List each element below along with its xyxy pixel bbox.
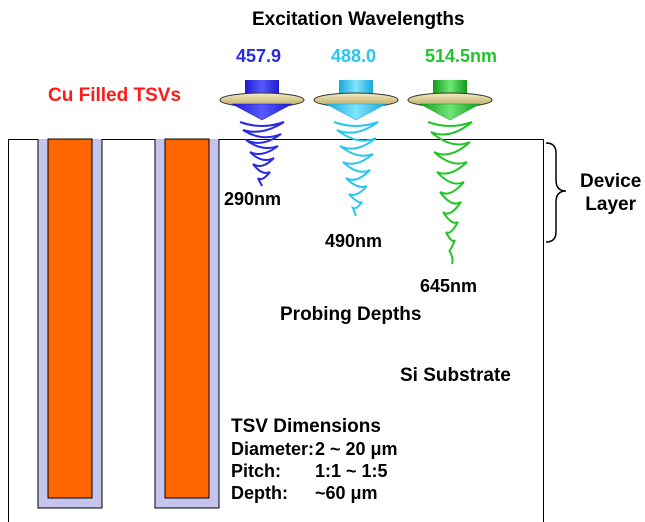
beam-cone — [325, 103, 387, 121]
probe-spiral — [333, 121, 379, 217]
wavelength-label-457: 457.9 — [236, 46, 282, 66]
dimension-value: 2 ~ 20 μm — [315, 439, 398, 459]
probe-spiral — [427, 121, 473, 265]
beam-column — [433, 80, 467, 96]
depth-label-490: 490nm — [325, 231, 383, 251]
excitation-wavelengths-title: Excitation Wavelengths — [252, 9, 465, 30]
tsv-dimensions-title: TSV Dimensions — [231, 415, 381, 437]
probing-depths-label: Probing Depths — [280, 304, 422, 325]
device-layer-line2: Layer — [585, 193, 636, 215]
tsv-copper-fill — [164, 138, 210, 499]
dimension-row: Diameter: 2 ~ 20 μm — [231, 438, 398, 460]
beam-column — [245, 80, 279, 96]
tsv-dimensions-block: TSV Dimensions Diameter: 2 ~ 20 μm Pitch… — [231, 414, 398, 504]
device-layer-line1: Device — [580, 171, 642, 192]
device-layer-label: Device Layer — [580, 171, 641, 217]
device-layer-brace — [545, 142, 567, 243]
depth-label-290: 290nm — [224, 189, 282, 209]
tsv-2 — [154, 138, 220, 509]
dimension-row: Pitch: 1:1 ~ 1:5 — [231, 460, 398, 482]
tsv-copper-fill — [47, 138, 93, 499]
depth-label-645: 645nm — [420, 276, 478, 296]
beam-488-0 — [313, 80, 399, 217]
beam-457-9 — [219, 80, 305, 187]
dimension-key: Depth: — [231, 483, 288, 503]
beam-column — [339, 80, 373, 96]
beam-cone — [231, 103, 293, 121]
probe-spiral — [239, 121, 285, 187]
beam-514-5 — [407, 80, 493, 265]
dimension-key: Pitch: — [231, 461, 282, 481]
beam-cone — [419, 103, 481, 121]
cu-filled-tsvs-label: Cu Filled TSVs — [48, 85, 182, 106]
dimension-value: ~60 μm — [315, 483, 378, 503]
wavelength-label-514: 514.5nm — [425, 46, 498, 66]
dimension-key: Diameter: — [231, 439, 315, 459]
dimension-value: 1:1 ~ 1:5 — [315, 461, 388, 481]
dimension-row: Depth: ~60 μm — [231, 482, 398, 504]
si-substrate-label: Si Substrate — [400, 365, 511, 386]
wavelength-label-488: 488.0 — [331, 46, 377, 66]
tsv-1 — [37, 138, 103, 509]
